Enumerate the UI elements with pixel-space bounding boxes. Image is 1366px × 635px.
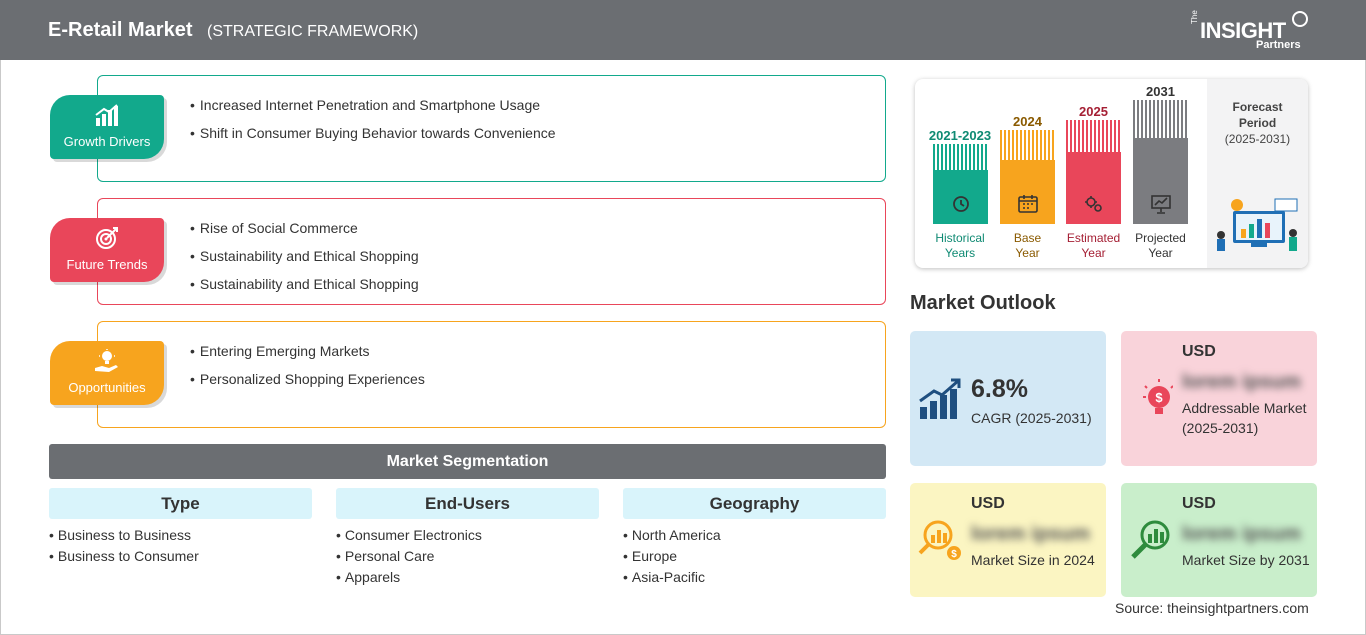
list-item: Increased Internet Penetration and Smart… [190, 96, 556, 124]
blurred-value: lorem ipsum [1182, 371, 1301, 393]
svg-text:$: $ [951, 549, 957, 560]
bar-caption: Year [1081, 246, 1106, 260]
currency-label: USD [1182, 495, 1216, 512]
bar-caption: Year [1015, 246, 1040, 260]
timeline-bar-base [1000, 130, 1055, 224]
bar-caption: Base [1013, 231, 1042, 245]
bar-caption: Estimated [1066, 231, 1121, 245]
insight-partners-logo: The INSIGHT Partners [1190, 10, 1320, 54]
year-label: 2031 [1146, 84, 1175, 99]
segment-end-users: End-Users Consumer Electronics Personal … [336, 488, 599, 589]
list-item: Shift in Consumer Buying Behavior toward… [190, 124, 556, 152]
cagr-label: CAGR (2025-2031) [971, 410, 1092, 426]
growth-drivers-tag: Growth Drivers [50, 95, 164, 159]
factor-label: Opportunities [68, 380, 146, 395]
svg-text:$: $ [1155, 390, 1163, 405]
timeline-bar-projected [1133, 100, 1188, 224]
list-item: Entering Emerging Markets [190, 342, 425, 370]
list-item: Personalized Shopping Experiences [190, 370, 425, 398]
magnifier-dollar-icon: $ [918, 520, 961, 560]
future-trends-list: Rise of Social Commerce Sustainability a… [190, 219, 419, 303]
growth-chart-icon [95, 104, 118, 126]
list-item: Sustainability and Ethical Shopping [190, 247, 419, 275]
bar-caption: Projected [1135, 231, 1186, 245]
forecast-period-panel: Forecast Period (2025-2031) [1207, 79, 1308, 268]
gears-icon [1085, 196, 1102, 212]
history-clock-icon [953, 196, 969, 212]
list-item: Sustainability and Ethical Shopping [190, 275, 419, 303]
bar-caption: Years [944, 246, 976, 260]
factor-label: Growth Drivers [63, 134, 151, 149]
forecast-label: Forecast [1232, 100, 1283, 114]
market-size-2031-card: USD lorem ipsum Market Size by 2031 [1121, 483, 1317, 597]
growth-drivers-list: Increased Internet Penetration and Smart… [190, 96, 556, 152]
market-size-2031-label: Market Size by 2031 [1182, 552, 1310, 568]
lightbulb-hand-icon [95, 349, 118, 372]
currency-label: USD [1182, 343, 1216, 360]
target-icon [96, 227, 118, 249]
market-size-2024-card: $ USD lorem ipsum Market Size in 2024 [910, 483, 1106, 597]
factor-label: Future Trends [66, 257, 148, 272]
timeline-bar-historical [933, 144, 988, 224]
source-citation: Source: theinsightpartners.com [1115, 600, 1309, 616]
blurred-value: lorem ipsum [971, 523, 1090, 545]
presentation-icon [1151, 195, 1171, 214]
magnifier-bars-icon [1131, 520, 1170, 559]
analytics-illustration-icon [1217, 198, 1298, 251]
bar-caption: Year [1148, 246, 1173, 260]
year-label: 2021-2023 [928, 128, 992, 143]
segment-head: Type [49, 488, 312, 519]
segment-type: Type Business to Business Business to Co… [49, 488, 312, 568]
list-item: Europe [623, 547, 886, 568]
list-item: Apparels [336, 568, 599, 589]
market-outlook-title: Market Outlook [910, 292, 1056, 314]
opportunities-list: Entering Emerging Markets Personalized S… [190, 342, 425, 398]
forecast-range: (2025-2031) [1224, 132, 1291, 146]
year-label: 2025 [1079, 104, 1108, 119]
list-item: North America [623, 526, 886, 547]
segment-geography: Geography North America Europe Asia-Paci… [623, 488, 886, 589]
bar-growth-icon [919, 378, 961, 419]
list-item: Consumer Electronics [336, 526, 599, 547]
year-label: 2024 [1013, 114, 1042, 129]
currency-label: USD [971, 495, 1005, 512]
addressable-label: Addressable Market (2025-2031) [1182, 400, 1307, 436]
list-item: Asia-Pacific [623, 568, 886, 589]
cagr-value: 6.8% [971, 375, 1028, 403]
page-subtitle: (STRATEGIC FRAMEWORK) [207, 23, 419, 40]
dollar-bulb-icon: $ [1143, 379, 1173, 414]
header-bar: E-Retail Market (STRATEGIC FRAMEWORK) Th… [0, 0, 1366, 60]
market-size-2024-label: Market Size in 2024 [971, 552, 1095, 568]
opportunities-tag: Opportunities [50, 341, 164, 405]
future-trends-tag: Future Trends [50, 218, 164, 282]
segmentation-header: Market Segmentation [49, 444, 886, 479]
blurred-value: lorem ipsum [1182, 523, 1301, 545]
list-item: Business to Consumer [49, 547, 312, 568]
addressable-market-card: $ USD lorem ipsum Addressable Market (20… [1121, 331, 1317, 466]
timeline-bar-estimated [1066, 120, 1121, 224]
forecast-label: Period [1238, 116, 1277, 130]
list-item: Rise of Social Commerce [190, 219, 419, 247]
segment-head: Geography [623, 488, 886, 519]
segment-head: End-Users [336, 488, 599, 519]
cagr-card: 6.8% CAGR (2025-2031) [910, 331, 1106, 466]
calendar-icon [1018, 195, 1038, 213]
list-item: Business to Business [49, 526, 312, 547]
bar-caption: Historical [935, 231, 985, 245]
page-title: E-Retail Market [48, 19, 193, 41]
list-item: Personal Care [336, 547, 599, 568]
